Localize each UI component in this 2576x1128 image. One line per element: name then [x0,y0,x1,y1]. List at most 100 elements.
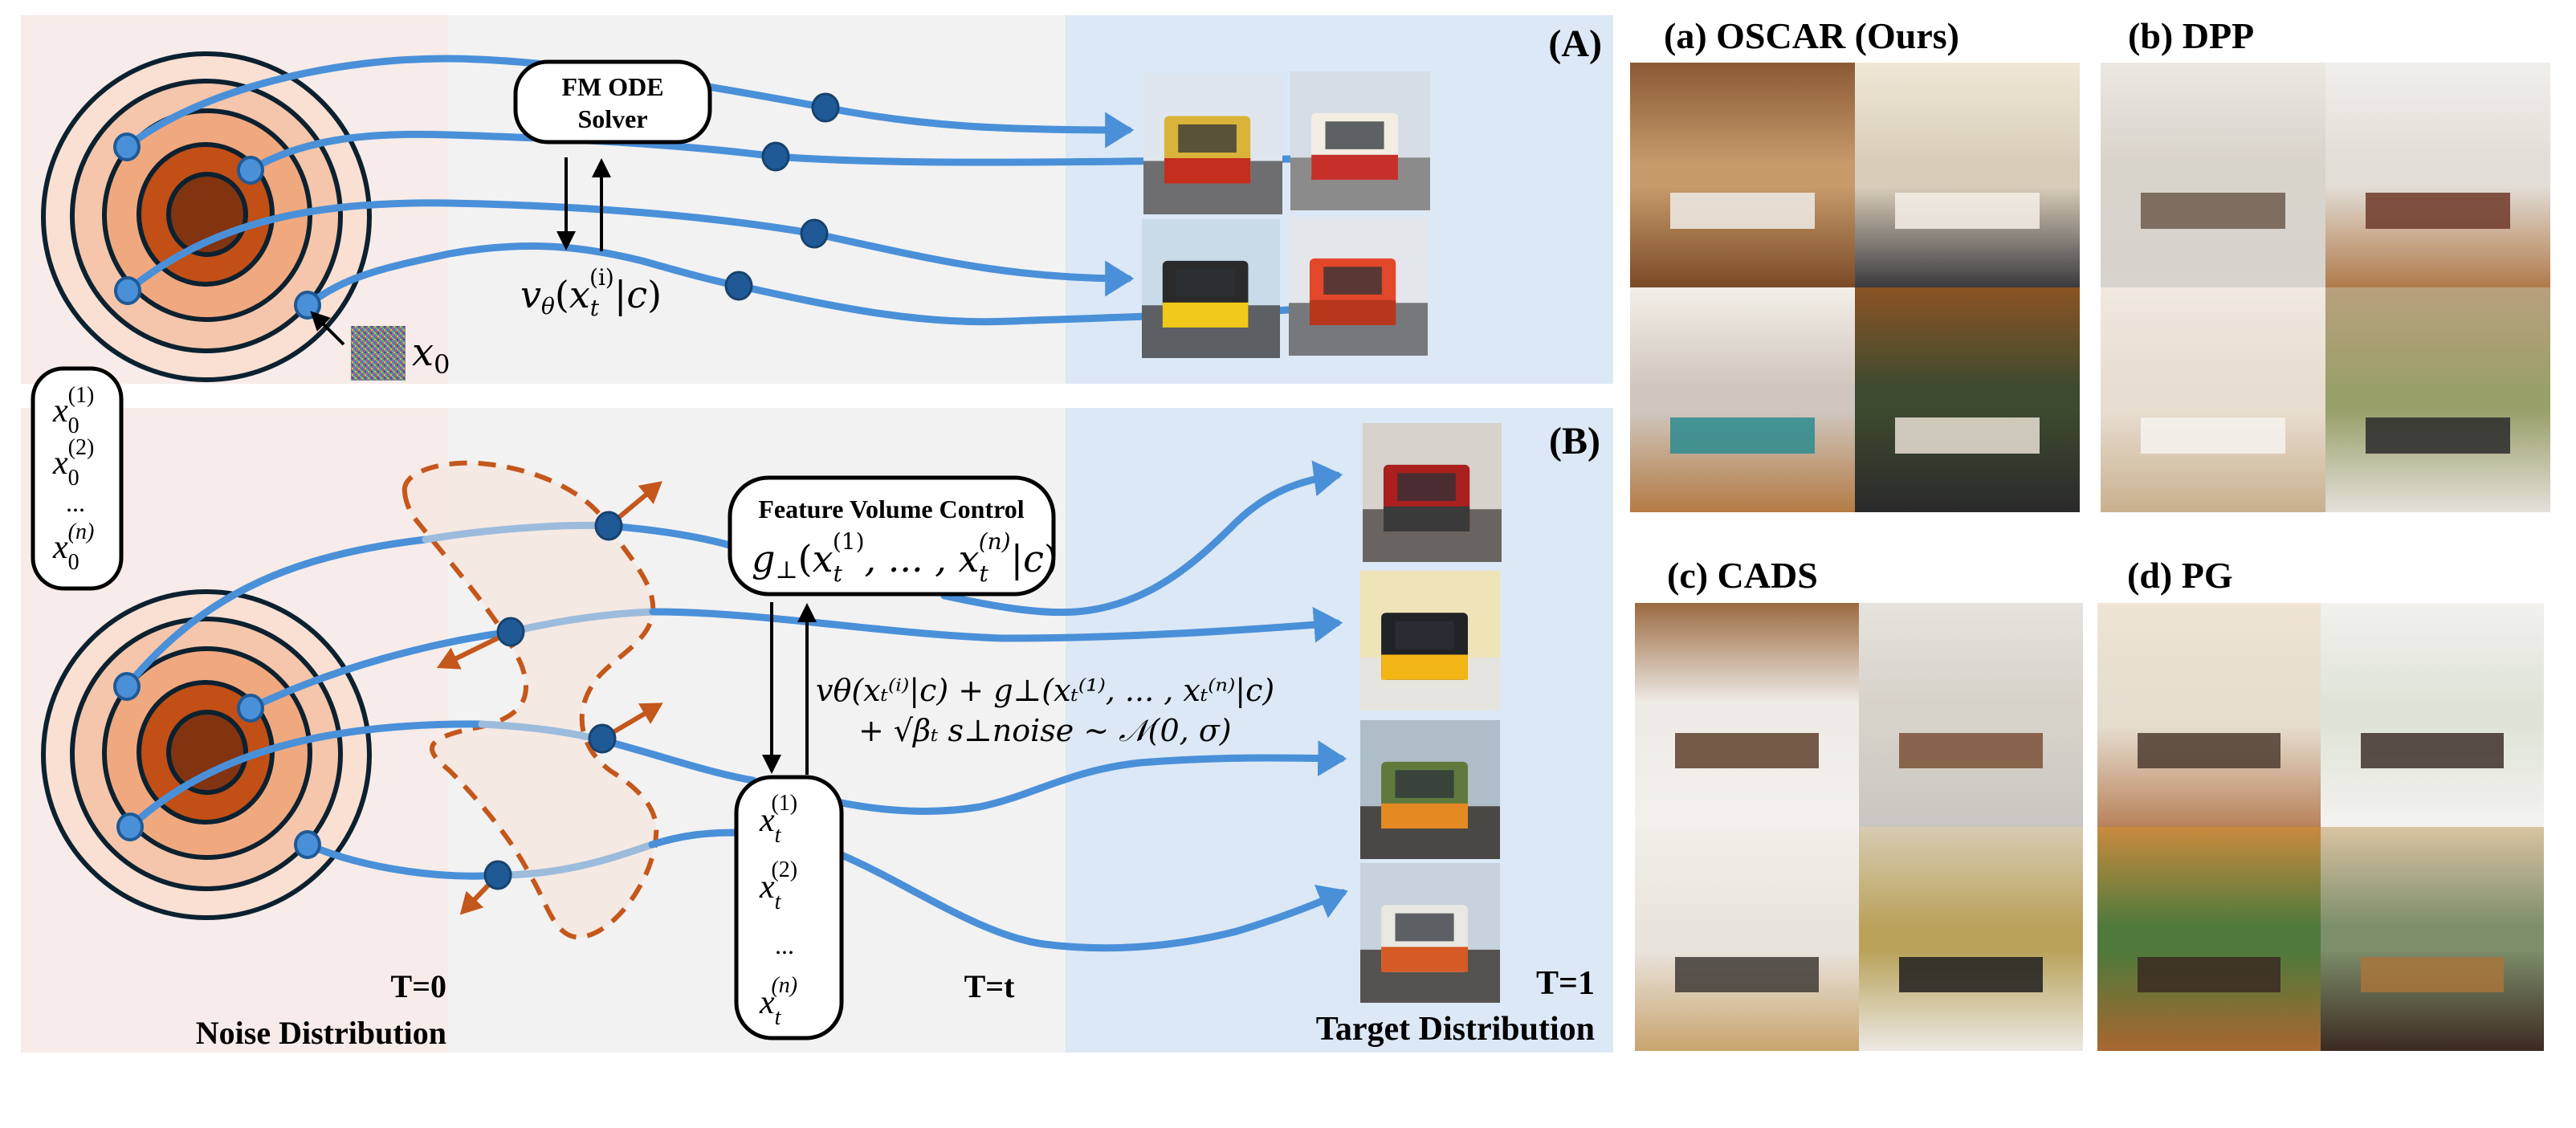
bus-windshield [1178,124,1237,153]
table-shape [1899,956,2043,993]
noise-sample-image [351,326,406,381]
solver-title-line2: Solver [577,104,647,133]
mid-node [588,723,617,754]
x0-label: x0 [412,330,450,380]
table-shape [1670,417,1815,454]
bus-lower [1311,154,1398,180]
trajectory-b-2-faded [507,608,657,636]
bus-windshield [1325,121,1384,149]
trajectory-b-4-to-state [648,829,740,849]
oscar-sample-image-2 [1855,63,2080,287]
target-distribution-label: Target Distribution [1316,1011,1595,1048]
mid-nodes-b [483,511,623,890]
table-shape [1899,732,2043,769]
mid-node [483,860,512,890]
cads-sample-image-2 [1859,603,2083,827]
solver-title-line1: FM ODE [561,72,663,101]
initial-sample-2: x0(2) [52,435,94,491]
oscar-sample-image-3 [1630,287,1855,512]
feature-volume-control-box [728,475,1056,597]
trajectory-b-4-to-output [838,851,1348,952]
panel-b-label: (B) [1549,420,1600,462]
trajectory-b-1-to-control [605,522,736,550]
dpp-sample-image-2 [2325,63,2550,287]
bus-lower [1164,158,1251,184]
initial-samples-box [31,366,124,591]
table-shape [2138,956,2280,993]
panel-a-output-image-3: yellow double-deck bus photo [1142,219,1280,358]
velocity-formula: vθ(xt(i)|c) [520,264,662,321]
state-samples-list: xt(1) xt(2) ... xt(n) [759,791,797,1030]
ring-5 [166,710,248,795]
bus-windshield [1395,621,1454,650]
mid-nodes-a [724,92,840,301]
table-shape [1895,417,2040,454]
panel-title-dpp: (b) DPP [2128,15,2255,56]
time-label-t: T=t [964,968,1015,1004]
fm-ode-solver-box [513,59,712,145]
table-shape [1675,956,1819,993]
start-nodes-a [113,132,321,320]
trajectory-b-4-start [304,841,502,880]
start-node [237,694,264,723]
bus-windshield [1176,269,1235,297]
initial-sample-1: x0(1) [52,383,94,438]
oscar-sample-image-1 [1630,63,1855,287]
table-shape [2138,732,2280,769]
initial-sample-n: x0(n) [52,519,94,575]
table-shape [1670,193,1815,230]
mid-node [496,617,525,647]
trajectory-a-2 [247,130,1294,174]
bus-lower [1381,947,1468,972]
trajectory-b-1-start [123,535,430,690]
feature-volume-control-title: Feature Volume Control [758,495,1024,523]
dpp-sample-image-1 [2101,63,2325,287]
start-node [116,812,144,841]
update-formula-line1: vθ(xₜ⁽ⁱ⁾|c) + g⊥(xₜ⁽¹⁾, ... , xₜ⁽ⁿ⁾|c) [816,673,1274,708]
mid-node [800,218,829,249]
mid-node [761,141,790,172]
panel-title-oscar: (a) OSCAR (Ours) [1664,15,1959,56]
panel-b-output-image-3: orange bus street photo [1360,720,1500,859]
panel-a-outputs: yellow-red bus photowhite-red bus photoy… [1142,71,1430,358]
start-node [113,672,141,701]
panel-a-output-image-4: orange-red bus photo [1289,217,1428,356]
mid-node [724,271,753,301]
bus-windshield [1323,267,1382,295]
panel-a: x0 FM ODE Solver vθ(xt(i)|c) (A) yellow-… [21,15,1613,384]
pg-sample-image-1 [2097,603,2321,827]
noise-distribution-rings-b [41,589,372,920]
start-node [294,830,321,859]
trajectory-b-1-to-output [940,460,1343,617]
oscar-sample-image-4 [1855,287,2080,512]
bus-lower [1383,506,1470,531]
state-sample-n: xt(n) [759,973,797,1030]
panel-a-output-image-1: yellow-red bus photo [1143,74,1282,214]
noise-distribution-label: Noise Distribution [196,1015,446,1051]
pg-sample-image-4 [2321,827,2544,1051]
cads-sample-image-1 [1635,603,1859,827]
panel-b-outputs: red bus photoyellow articulated bus phot… [1360,423,1502,1003]
panel-b: x0(1) x0(2) ... x0(n) [21,366,1613,1053]
start-node [294,291,321,320]
time-label-t0: T=0 [391,968,446,1004]
panel-b-output-image-2: yellow articulated bus photo [1360,571,1500,711]
panel-a-label: (A) [1548,22,1602,65]
bus-windshield [1397,473,1456,501]
bus-windshield [1395,770,1454,798]
trajectory-b-3-to-output [838,740,1347,815]
cads-sample-image-4 [1859,827,2083,1051]
bus-lower [1162,302,1249,328]
trajectory-b-3-to-state [598,736,757,784]
table-shape [1895,193,2040,230]
start-node [113,132,141,161]
cads-sample-image-3 [1635,827,1859,1051]
start-nodes-b [113,672,321,859]
mid-node [811,92,840,123]
pg-sample-image-2 [2321,603,2544,827]
noise-pointer-arrow [310,311,345,346]
state-samples-box [734,775,844,1040]
table-shape [2366,193,2510,230]
state-sample-ellipsis: ... [775,930,794,959]
